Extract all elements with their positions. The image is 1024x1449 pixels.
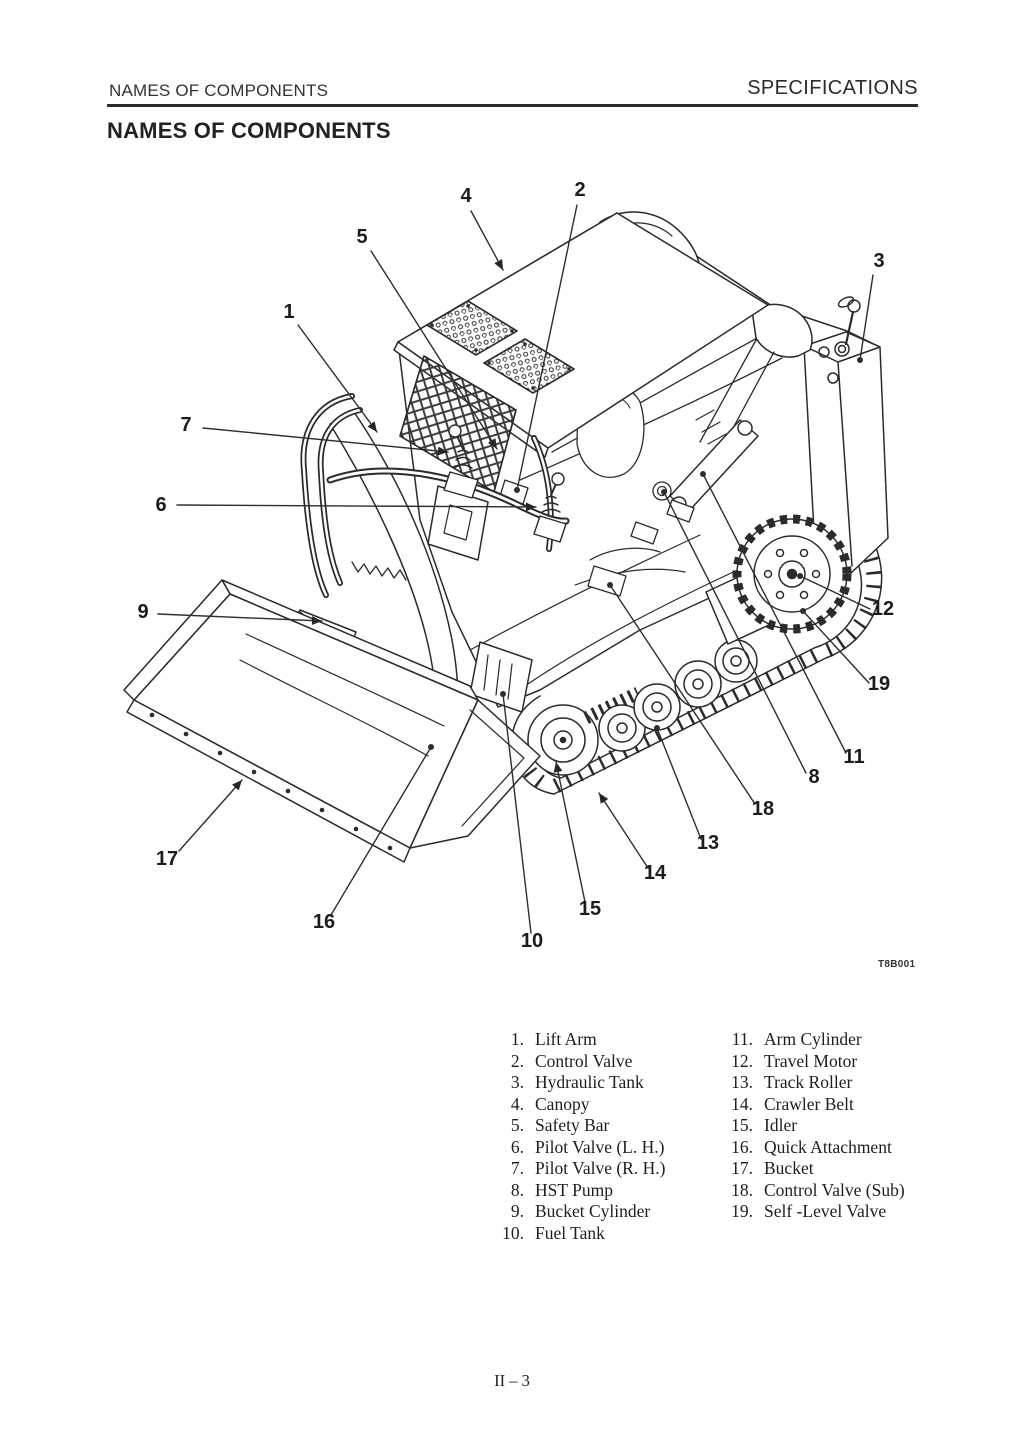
- legend-item-9: 9.Bucket Cylinder: [510, 1201, 651, 1221]
- callout-number-9: 9: [137, 601, 148, 623]
- legend-item-19: 19.Self -Level Valve: [731, 1201, 887, 1221]
- callout-line-5: [370, 250, 498, 450]
- callout-number-11: 11: [843, 746, 864, 768]
- legend-item-11: 11.Arm Cylinder: [731, 1029, 862, 1049]
- callout-line-9: [157, 613, 323, 626]
- callout-line-12: [799, 575, 871, 610]
- callout-number-19: 19: [868, 673, 890, 695]
- callout-number-15: 15: [579, 898, 601, 920]
- callout-numbers: 1 2 3 4 5 6 7 8 9 10 11 12 13 14 15 16 1…: [137, 179, 894, 952]
- callout-line-10: [502, 693, 532, 934]
- legend-item-16: 16.Quick Attachment: [731, 1136, 892, 1157]
- track-rollers: [598, 639, 758, 752]
- legend-column-left: 1.Lift Arm 2.Control Valve 3.Hydraulic T…: [490, 1029, 665, 1244]
- bucket: [123, 579, 541, 863]
- callout-line-6: [176, 502, 537, 512]
- callout-line-15: [553, 761, 586, 903]
- callout-line-7: [202, 427, 449, 456]
- legend-item-3: 3.Hydraulic Tank: [510, 1072, 644, 1092]
- header-section-label: NAMES OF COMPONENTS: [109, 81, 329, 100]
- callout-line-17: [178, 779, 243, 852]
- pilot-valve-joystick-left: [443, 424, 479, 499]
- legend-column-right: 11.Arm Cylinder 12.Travel Motor 13.Track…: [719, 1029, 905, 1223]
- page-number: II – 3: [494, 1371, 530, 1390]
- header-chapter-label: SPECIFICATIONS: [747, 77, 918, 99]
- callout-number-12: 12: [872, 598, 894, 620]
- callout-number-17: 17: [156, 848, 178, 870]
- callout-number-1: 1: [283, 301, 294, 323]
- callout-line-8: [663, 491, 807, 774]
- fuel-tank: [469, 641, 533, 713]
- legend-item-1: 1.Lift Arm: [510, 1029, 597, 1049]
- callout-line-3: [859, 274, 874, 361]
- page-title: NAMES OF COMPONENTS: [107, 118, 391, 143]
- callout-line-1: [297, 324, 378, 433]
- callout-number-3: 3: [873, 250, 884, 272]
- legend-item-6: 6.Pilot Valve (L. H.): [510, 1136, 665, 1157]
- idler: [527, 687, 641, 776]
- travel-motor-sprocket: [705, 514, 852, 645]
- legend-item-14: 14.Crawler Belt: [731, 1093, 854, 1114]
- legend-item-5: 5.Safety Bar: [510, 1115, 610, 1135]
- legend-item-13: 13.Track Roller: [731, 1072, 853, 1092]
- legend-item-18: 18.Control Valve (Sub): [731, 1179, 905, 1200]
- legend-item-7: 7.Pilot Valve (R. H.): [510, 1158, 666, 1178]
- callout-line-11: [702, 473, 847, 754]
- callout-line-2: [516, 204, 578, 491]
- legend-item-12: 12.Travel Motor: [731, 1050, 858, 1071]
- callout-number-13: 13: [697, 832, 719, 854]
- callout-leader-lines: [157, 204, 874, 934]
- callout-number-5: 5: [356, 226, 367, 248]
- callout-number-6: 6: [155, 494, 166, 516]
- legend-item-17: 17.Bucket: [731, 1158, 814, 1178]
- callout-line-19: [802, 610, 870, 684]
- pilot-valve-joystick-right: [533, 472, 567, 543]
- callout-number-7: 7: [180, 414, 191, 436]
- callout-line-13: [656, 727, 702, 840]
- callout-number-16: 16: [313, 911, 335, 933]
- legend-item-10: 10.Fuel Tank: [502, 1222, 605, 1243]
- callout-target-dots: [428, 357, 863, 750]
- callout-line-16: [330, 746, 432, 916]
- legend-item-15: 15.Idler: [731, 1115, 798, 1135]
- callout-line-18: [609, 584, 756, 805]
- callout-number-18: 18: [752, 798, 774, 820]
- callout-line-4: [470, 210, 504, 271]
- callout-number-14: 14: [644, 862, 667, 884]
- figure-code: T8B001: [878, 959, 916, 970]
- callout-number-8: 8: [808, 766, 819, 788]
- callout-line-14: [598, 792, 649, 869]
- header-rule: [107, 104, 918, 107]
- legend-item-8: 8.HST Pump: [510, 1179, 613, 1200]
- machine-illustration: [123, 211, 889, 863]
- legend-item-4: 4.Canopy: [510, 1093, 590, 1114]
- callout-number-10: 10: [521, 930, 543, 952]
- callout-number-2: 2: [574, 179, 585, 201]
- legend-item-2: 2.Control Valve: [510, 1050, 633, 1071]
- callout-number-4: 4: [460, 185, 472, 207]
